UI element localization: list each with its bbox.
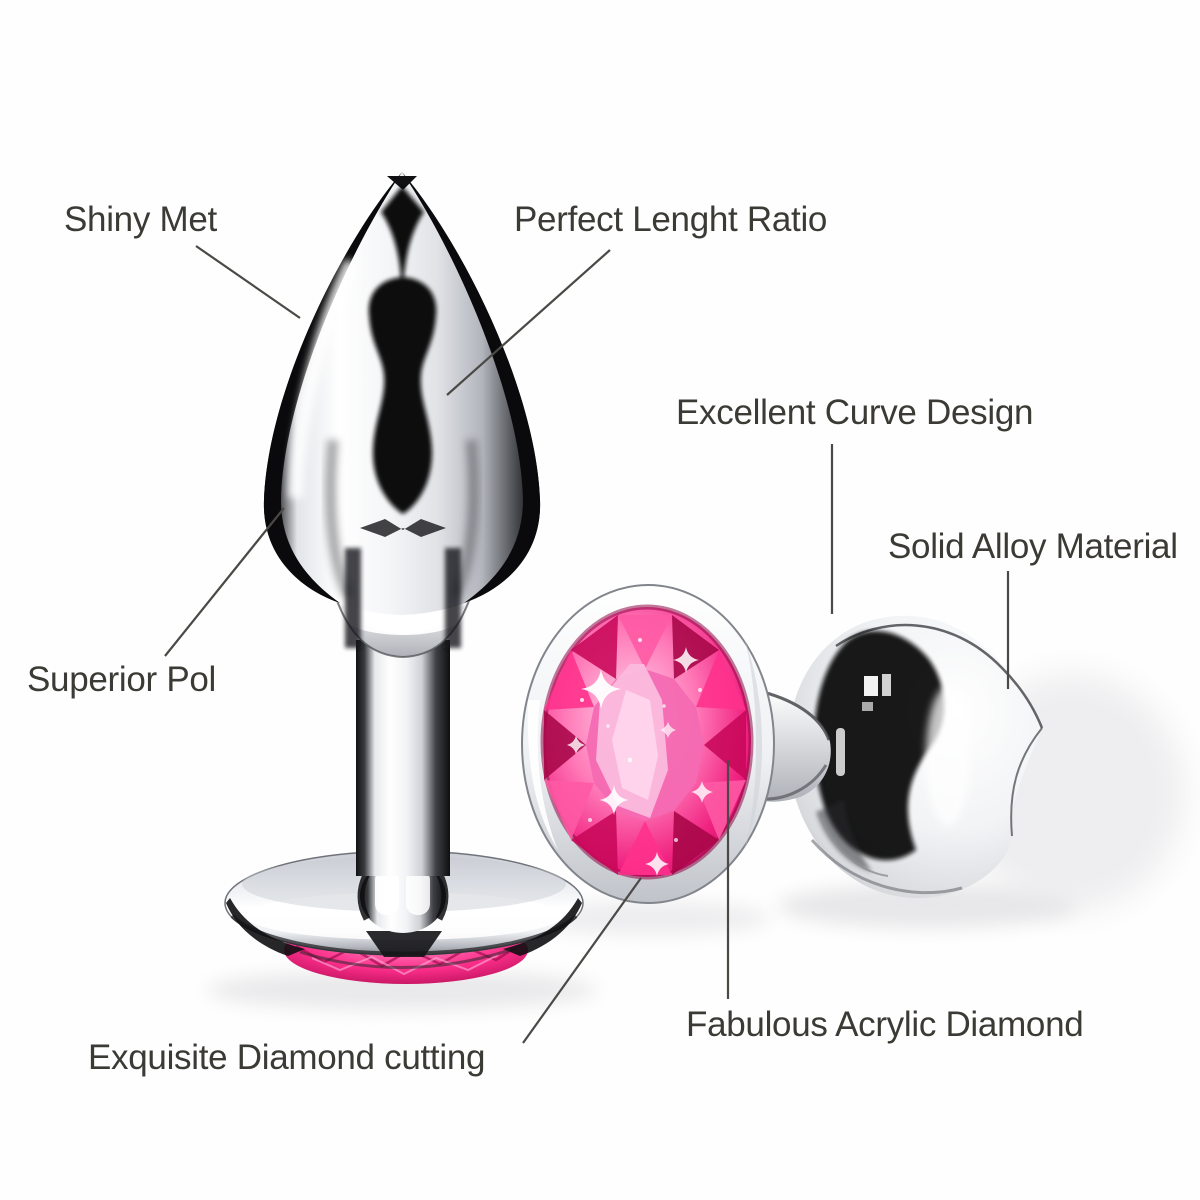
standing-plug [224, 172, 584, 984]
bulb-top-edge [835, 623, 1044, 729]
label-perfect-lenght-ratio: Perfect Lenght Ratio [514, 200, 828, 239]
shadow-under-standing-plug [207, 970, 597, 1010]
shadow-under-lying-plug [778, 884, 1078, 928]
bulb-highlight [926, 686, 970, 826]
label-solid-alloy-material: Solid Alloy Material [888, 527, 1178, 566]
leader-perfect-lenght-ratio [446, 249, 611, 396]
gem-plug-base [521, 584, 775, 904]
gem-light-core [612, 690, 658, 800]
leader-shiny-met [195, 245, 301, 319]
rim-shade-right [744, 638, 762, 850]
lying-plug [762, 615, 1044, 899]
window-reflection [862, 702, 873, 711]
label-excellent-curve-design: Excellent Curve Design [676, 393, 1034, 432]
stem-bulge [357, 859, 449, 933]
label-fabulous-acrylic-diamond: Fabulous Acrylic Diamond [686, 1005, 1084, 1044]
label-shiny-met: Shiny Met [64, 200, 217, 239]
neck-reflection [816, 800, 872, 872]
gem-sparkles [567, 638, 713, 876]
window-reflection [864, 676, 878, 696]
gem-edge-shadow [540, 604, 754, 880]
leader-exquisite-diamond-cutting [522, 877, 642, 1044]
highlight-slit [836, 728, 845, 776]
rim-highlight-left [527, 700, 558, 850]
window-reflection [882, 674, 891, 696]
stem [356, 640, 450, 876]
gem-facets [544, 615, 746, 875]
bulb-bottom-edge [810, 839, 963, 895]
leader-superior-pol [164, 507, 285, 657]
label-exquisite-diamond-cutting: Exquisite Diamond cutting [88, 1038, 486, 1077]
teardrop-body [263, 172, 541, 648]
leader-lines [164, 245, 1010, 1044]
tip-crease [1010, 727, 1043, 837]
label-superior-pol: Superior Pol [27, 660, 217, 699]
shadow-under-gem-disc [530, 901, 770, 935]
lying-neck [762, 690, 831, 802]
neck-reflection-line [821, 817, 889, 877]
bulb-dark-reflection [814, 630, 945, 861]
